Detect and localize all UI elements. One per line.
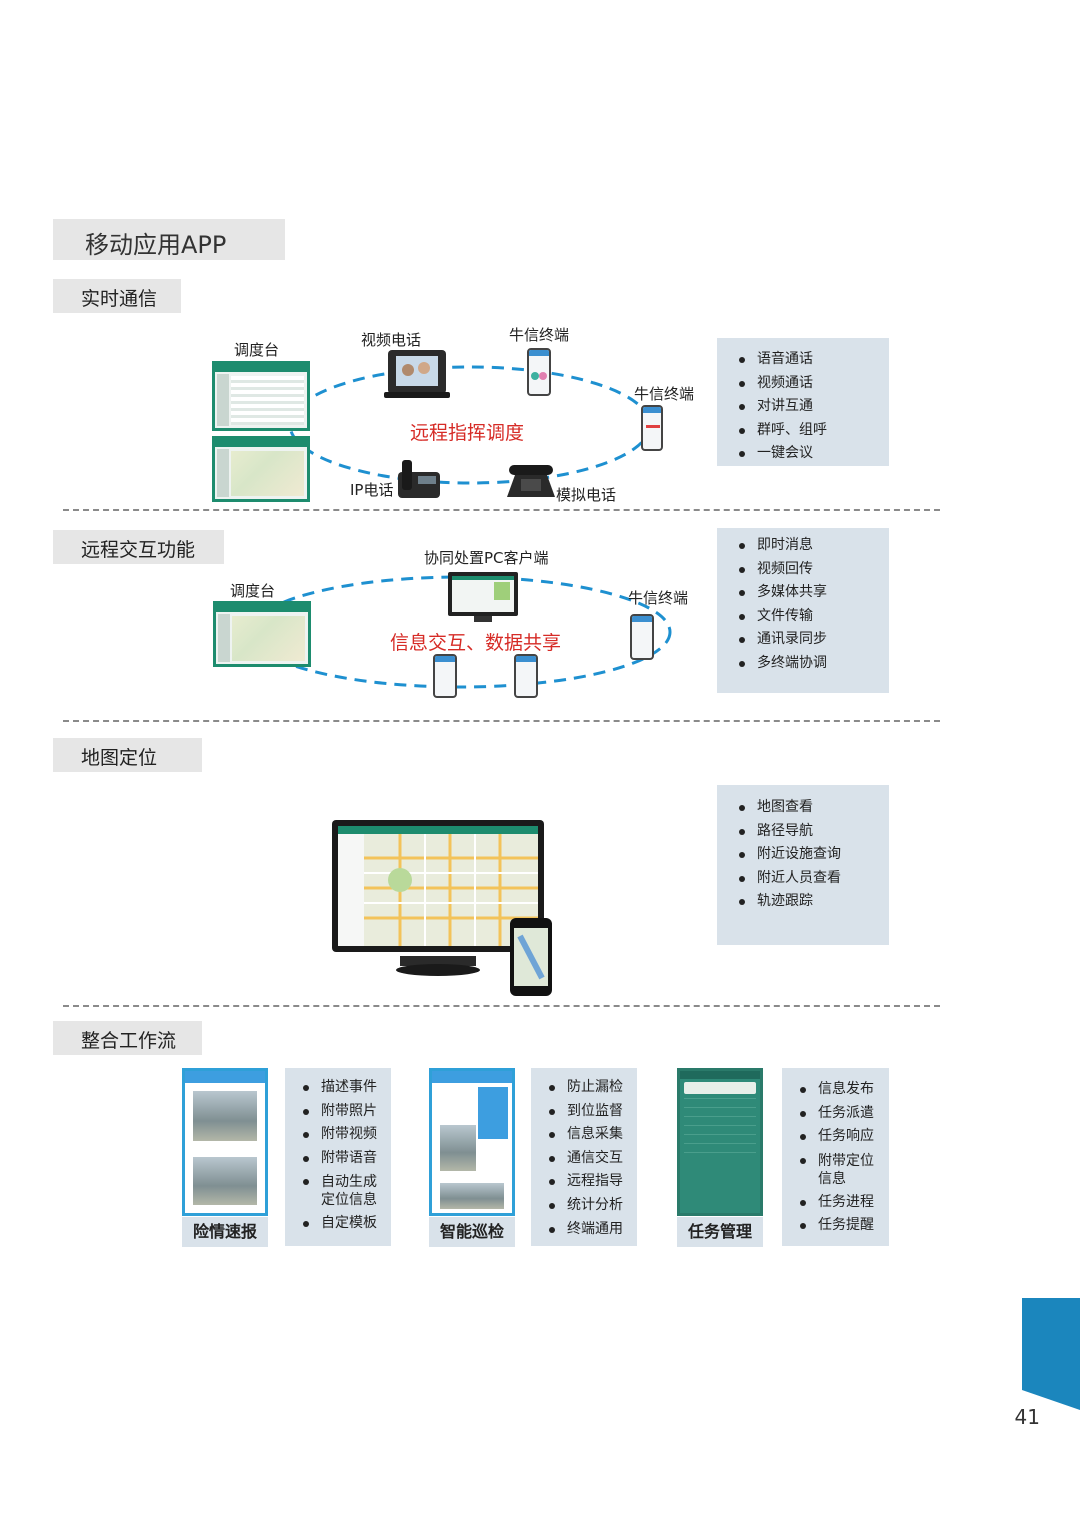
feature-item: 文件传输: [735, 605, 827, 629]
feature-item: 即时消息: [735, 534, 827, 558]
feature-item: 附近人员查看: [735, 867, 841, 891]
feature-item: 自动生成 定位信息: [299, 1170, 377, 1212]
section-title: 远程交互功能: [81, 539, 196, 561]
feature-item: 防止漏检: [545, 1076, 623, 1100]
page-title: 移动应用APP: [85, 231, 227, 259]
feature-item: 群呼、组呼: [735, 419, 827, 443]
workflow-phone-report: [182, 1068, 268, 1216]
feature-item: 通讯录同步: [735, 628, 827, 652]
feature-item: 统计分析: [545, 1194, 623, 1218]
feature-panel-task: 信息发布 任务派遣 任务响应 附带定位 信息 任务进程 任务提醒: [782, 1068, 889, 1246]
feature-item: 附带定位 信息: [796, 1149, 874, 1191]
terminal-phone-right: [641, 405, 663, 451]
analog-phone-icon: [507, 465, 555, 497]
map-monitor-icon: [332, 820, 552, 996]
feature-item: 附带照片: [299, 1100, 377, 1124]
feature-item: 多终端协调: [735, 652, 827, 676]
center-label-realtime: 远程指挥调度: [410, 422, 525, 444]
label-analog-phone: 模拟电话: [556, 486, 617, 504]
feature-item: 附带视频: [299, 1123, 377, 1147]
label-terminal-top: 牛信终端: [509, 326, 570, 344]
label-pc-client: 协同处置PC客户端: [424, 549, 549, 567]
video-phone-icon: [384, 350, 450, 398]
center-label-interaction: 信息交互、数据共享: [390, 632, 562, 654]
label-dispatch-2: 调度台: [230, 582, 276, 600]
feature-panel-map: 地图查看 路径导航 附近设施查询 附近人员查看 轨迹跟踪: [717, 785, 889, 945]
section-header-interaction: 远程交互功能: [53, 530, 224, 564]
feature-item: 语音通话: [735, 348, 827, 372]
feature-item: 轨迹跟踪: [735, 890, 841, 914]
feature-item: 信息采集: [545, 1123, 623, 1147]
feature-item: 视频通话: [735, 372, 827, 396]
pc-client-monitor-icon: [448, 572, 518, 622]
feature-item: 视频回传: [735, 558, 827, 582]
section-header-map: 地图定位: [53, 738, 202, 772]
feature-item: 到位监督: [545, 1100, 623, 1124]
label-terminal: 牛信终端: [628, 589, 689, 607]
terminal-phone-top: [527, 348, 551, 396]
page-title-box: 移动应用APP: [53, 219, 285, 260]
mobile-device-1: [433, 654, 457, 698]
workflow-phone-inspection: [429, 1068, 515, 1216]
feature-item: 任务响应: [796, 1125, 874, 1149]
feature-item: 附近设施查询: [735, 843, 841, 867]
workflow-label-inspection: 智能巡检: [429, 1217, 515, 1247]
section-header-workflow: 整合工作流: [53, 1021, 202, 1055]
workflow-label-task: 任务管理: [677, 1217, 763, 1247]
feature-panel-inspection: 防止漏检 到位监督 信息采集 通信交互 远程指导 统计分析 终端通用: [531, 1068, 637, 1246]
feature-item: 附带语音: [299, 1147, 377, 1171]
feature-item: 描述事件: [299, 1076, 377, 1100]
section-title: 整合工作流: [81, 1030, 177, 1052]
terminal-phone: [630, 614, 654, 660]
workflow-label-report: 险情速报: [182, 1217, 268, 1247]
interaction-ellipse: [248, 575, 672, 689]
section-header-realtime: 实时通信: [53, 279, 181, 313]
page-tab-marker: [1022, 1298, 1080, 1410]
divider: [63, 1005, 940, 1007]
feature-item: 地图查看: [735, 796, 841, 820]
label-video-phone: 视频电话: [361, 331, 422, 349]
ip-phone-icon: [398, 460, 440, 498]
feature-item: 终端通用: [545, 1218, 623, 1242]
feature-item: 任务提醒: [796, 1214, 874, 1238]
feature-panel-report: 描述事件 附带照片 附带视频 附带语音 自动生成 定位信息 自定模板: [285, 1068, 391, 1246]
feature-item: 一键会议: [735, 442, 827, 466]
feature-item: 多媒体共享: [735, 581, 827, 605]
dispatch-screen-1: [212, 361, 310, 431]
workflow-phone-task: [677, 1068, 763, 1216]
page-number: 41: [1014, 1405, 1040, 1429]
label-dispatch: 调度台: [234, 341, 280, 359]
section-title: 实时通信: [81, 288, 158, 310]
section-title: 地图定位: [81, 747, 158, 769]
mobile-device-2: [514, 654, 538, 698]
feature-item: 远程指导: [545, 1170, 623, 1194]
feature-panel-interaction: 即时消息 视频回传 多媒体共享 文件传输 通讯录同步 多终端协调: [717, 528, 889, 693]
divider: [63, 720, 940, 722]
label-terminal-right: 牛信终端: [634, 385, 695, 403]
feature-item: 任务进程: [796, 1191, 874, 1215]
feature-item: 信息发布: [796, 1078, 874, 1102]
feature-panel-realtime: 语音通话 视频通话 对讲互通 群呼、组呼 一键会议: [717, 338, 889, 466]
dispatch-screen-3: [213, 601, 311, 667]
feature-item: 通信交互: [545, 1147, 623, 1171]
dispatch-screen-2: [212, 436, 310, 502]
feature-item: 对讲互通: [735, 395, 827, 419]
label-ip-phone: IP电话: [350, 481, 394, 499]
feature-item: 路径导航: [735, 820, 841, 844]
divider: [63, 509, 940, 511]
feature-item: 任务派遣: [796, 1102, 874, 1126]
feature-item: 自定模板: [299, 1212, 377, 1236]
